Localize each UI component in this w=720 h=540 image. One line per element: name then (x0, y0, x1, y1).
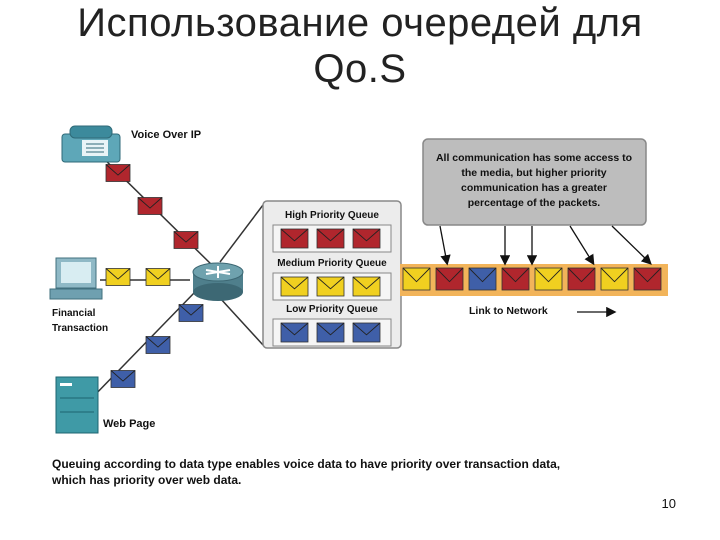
link-packet-envelope (600, 267, 629, 291)
web-packet-envelope (178, 304, 204, 322)
source-packets (105, 164, 204, 388)
server-icon (55, 376, 99, 434)
financial-packet-envelope (105, 268, 131, 286)
router-icon (192, 262, 244, 301)
web-packet-envelope (145, 336, 171, 354)
web-packet-envelope (110, 370, 136, 388)
queue-label: High Priority Queue (285, 210, 379, 221)
slide-title: Использование очередей для Qo.S (0, 0, 720, 92)
slide-title-line2: Qo.S (313, 47, 407, 91)
queue-medium: Medium Priority Queue (272, 258, 392, 301)
voip-packet-envelope (173, 231, 199, 249)
queue-packet-envelope (316, 276, 345, 297)
queue-label: Medium Priority Queue (277, 258, 387, 269)
queue-high: High Priority Queue (272, 210, 392, 253)
link-packet-envelope (633, 267, 662, 291)
queue-packet-envelope (280, 228, 309, 249)
link-packet-envelope (534, 267, 563, 291)
callout-arrows (439, 225, 652, 266)
callout-box: All communication has some access to the… (422, 138, 647, 226)
callout-line-2: the media, but higher priority (461, 167, 606, 179)
computer-icon (49, 257, 103, 300)
queue-packet-envelope (352, 322, 381, 343)
queue-packet-envelope (280, 322, 309, 343)
web-line (89, 291, 196, 401)
queue-label: Low Priority Queue (286, 304, 378, 315)
callout-arrow (611, 225, 652, 265)
web-page-label: Web Page (103, 418, 155, 430)
page-number: 10 (661, 496, 676, 511)
callout-arrow (439, 225, 451, 266)
callout-line-3: communication has a greater (461, 182, 607, 194)
voip-packet-envelope (105, 164, 131, 182)
voip-label: Voice Over IP (131, 129, 201, 141)
slide-title-line1: Использование очередей для (77, 1, 643, 45)
router-to-panel-bottom (219, 297, 264, 346)
link-packet-envelope (567, 267, 596, 291)
queue-packet-envelope (352, 276, 381, 297)
link-packets (402, 267, 662, 291)
caption-line1: Queuing according to data type enables v… (52, 457, 561, 471)
queue-packet-envelope (316, 228, 345, 249)
queue-packet-envelope (280, 276, 309, 297)
link-packet-envelope (468, 267, 497, 291)
financial-packet-envelope (145, 268, 171, 286)
voip-packet-envelope (137, 197, 163, 215)
link-packet-envelope (435, 267, 464, 291)
queue-low: Low Priority Queue (272, 304, 392, 347)
link-packet-envelope (501, 267, 530, 291)
caption: Queuing according to data type enables v… (52, 456, 652, 488)
router-to-panel-top (219, 204, 264, 263)
queue-packet-envelope (352, 228, 381, 249)
financial-label-line1: Financial (52, 308, 96, 319)
caption-line2: which has priority over web data. (52, 473, 242, 487)
financial-label-line2: Transaction (52, 323, 108, 334)
link-label: Link to Network (469, 305, 548, 317)
ip-phone-icon (61, 125, 121, 163)
callout-line-1: All communication has some access to (436, 152, 632, 164)
callout-arrow (569, 225, 595, 266)
callout-line-4: percentage of the packets. (468, 197, 601, 209)
link-packet-envelope (402, 267, 431, 291)
queue-packet-envelope (316, 322, 345, 343)
